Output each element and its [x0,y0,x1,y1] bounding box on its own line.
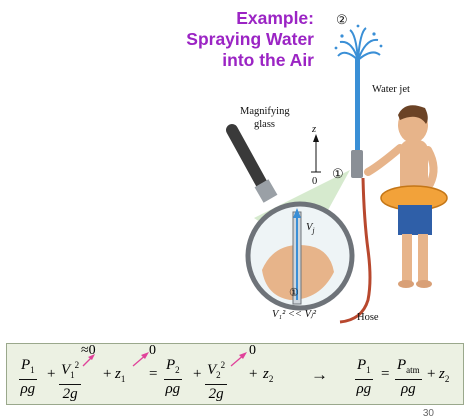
v1-subscript: 1 [70,370,75,380]
magnifying-glass-lens [245,201,355,311]
velocity-relation-label: V₁² << Vⱼ² [272,309,317,320]
z1-subscript: 1 [120,374,126,384]
vj-subscript: j [312,226,315,236]
v2-subscript: 2 [216,370,221,380]
z1-term: z1 [115,366,125,384]
zero-a-label: 0 [149,343,156,358]
p1b-over-rhog: P1 ρg [355,357,373,398]
p2-subscript: 2 [175,365,180,375]
z2b-subscript: 2 [444,374,450,384]
title-line-1: Example: [236,8,314,28]
v2-superscript: 2 [220,360,226,370]
rhog-3: ρg [356,381,372,397]
z2-subscript: 2 [268,374,274,384]
page-number: 30 [422,408,434,419]
pink-arrows [82,352,247,367]
implies-arrow: → [311,365,328,384]
patm-subscript: atm [406,365,420,375]
water-jet-label: Water jet [372,84,410,95]
hose-label: Hose [357,312,379,323]
plus-1: + [47,366,56,382]
z2-term: z2 [263,366,273,384]
boy-figure [364,105,448,288]
vj-letter: V [306,222,313,233]
bernoulli-equation-box: P1 ρg + V12 2g ≈0 + z1 0 = P2 ρg + V22 2… [6,343,464,405]
v1-over-2g: V12 2g [59,357,82,403]
water-spray [334,24,383,61]
slide-title: Example: Spraying Water into the Air [114,8,314,71]
plus-2: + [103,366,112,382]
patm-over-rhog: Patm ρg [395,357,422,398]
v1-superscript: 2 [74,360,80,370]
hose [339,177,372,324]
z2b-term: z2 [439,366,449,384]
equals-1: = [149,366,158,382]
rhog-2: ρg [165,381,181,397]
two-g-1: 2g [62,386,78,402]
vj-label: Vj [306,222,315,235]
plus-5: + [427,366,436,382]
z2b-symbol: z [439,366,445,382]
p2-over-rhog: P2 ρg [164,357,182,398]
v2-over-2g: V22 2g [205,357,228,403]
p1-over-rhog: P1 ρg [19,357,37,398]
approx-zero-label: ≈0 [81,343,96,358]
equals-2: = [381,366,390,382]
magnifying-glass-label-2: glass [254,119,275,130]
point-2-label: ② [336,12,348,27]
rhog-4: ρg [400,381,416,397]
v2-symbol: V [207,362,217,378]
title-line-2: Spraying Water [186,29,314,49]
z-axis [311,134,321,173]
magnifying-glass-handle [226,124,278,203]
plus-4: + [249,366,258,382]
z2-symbol: z [263,366,269,382]
z-axis-label: z [312,124,317,135]
point-1-label: ① [332,166,344,181]
rhog-1: ρg [20,381,36,397]
two-g-2: 2g [208,386,224,402]
z1-symbol: z [115,366,121,382]
zero-b-label: 0 [249,343,256,358]
water-jet [355,58,360,173]
p1-subscript: 1 [30,365,35,375]
title-line-3: into the Air [222,50,314,70]
patm-symbol: P [397,357,407,373]
point-1-glass-label: ① [289,287,299,299]
p2-symbol: P [166,357,176,373]
nozzle [351,150,363,178]
z-zero-label: 0 [312,176,318,187]
magnifying-glass-label-1: Magnifying [240,106,290,117]
plus-3: + [193,366,202,382]
p1-symbol: P [21,357,31,373]
p1b-symbol: P [357,357,367,373]
v1-symbol: V [61,362,71,378]
p1b-subscript: 1 [366,365,371,375]
